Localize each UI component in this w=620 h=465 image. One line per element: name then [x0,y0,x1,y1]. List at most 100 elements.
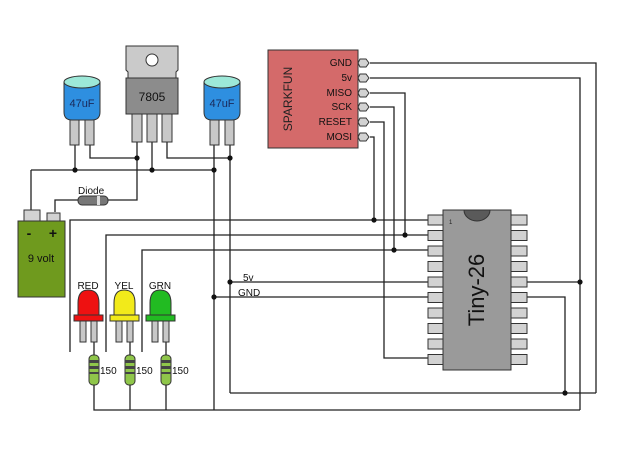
resistor-3: 150 [160,354,189,386]
junctions [72,155,583,396]
mcu-pin-left [427,354,445,365]
led-label: RED [77,281,98,292]
sparkfun-programmer: SPARKFUN GND 5v MISO SCK RESET MOSI [267,49,370,149]
wire [166,140,230,159]
led-red: RED [73,281,104,343]
mcu-label: Tiny-26 [464,254,489,327]
led-lead [151,319,159,343]
regulator-leg [131,111,143,143]
pin-label-5v: 5v [341,73,352,84]
junction-dot [211,294,217,300]
mcu-pin-right [510,261,528,272]
resistor-band [161,360,171,363]
battery-body [17,220,66,298]
battery-terminal-minus [23,209,41,222]
wire-grn-led-to-pin3 [141,249,428,352]
wire-red-led-to-pin1 [69,219,428,352]
resistor-band [125,366,135,369]
diode-cathode-band [97,196,100,205]
led-rim [145,314,176,322]
junction-dot [562,390,568,396]
mcu-pin-right [510,245,528,257]
led-lead [126,319,134,343]
capacitor-label: 47uF [209,98,234,110]
battery-plus-sign: + [49,225,57,241]
led-lead [115,319,123,343]
mcu-pin-left [427,323,445,334]
mcu-pin-left [427,338,445,350]
led-rim [109,314,140,322]
junction-dot [211,167,217,173]
capacitor-body [203,81,241,121]
mcu-pin-right [510,354,528,365]
junction-dot [402,232,408,238]
mcu-pins [427,214,528,365]
mcu-pin-left [427,261,445,272]
programmer-pin [357,58,370,68]
programmer-pin [357,102,370,112]
mcu-pin-right [510,292,528,303]
battery-9v: - + 9 volt [17,209,66,298]
net-label-gnd: GND [238,288,260,299]
mcu-pin-right [510,276,528,288]
mcu-pin-left [427,307,445,319]
mcu-pin-left [427,214,445,226]
mcu-pin-right [510,230,528,241]
mcu-pin-right [510,323,528,334]
diode: Diode [77,186,109,206]
led-label: YEL [115,281,134,292]
resistor-band [125,360,135,363]
wire-resistor-bus [93,385,214,411]
capacitor-label: 47uF [69,98,94,110]
regulator-body [125,77,179,115]
regulator-leg [161,111,173,143]
junction-dot [72,167,78,173]
wire-yel-led-to-pin2 [105,234,428,352]
wire-prog-miso [370,92,406,235]
wire [89,140,137,159]
resistor-body [160,354,172,386]
led-lead [79,319,87,343]
mcu-notch [463,209,491,222]
mcu-pin-right [510,307,528,319]
pin-label-sck: SCK [331,102,352,113]
wire-prog-mosi [370,136,375,220]
resistor-band [161,366,171,369]
resistor-band [89,360,99,363]
mcu-pin-right [510,338,528,350]
resistor-band [89,366,99,369]
diode-body [77,195,109,206]
net-label-5v: 5v [243,273,254,284]
wire-mcu-gnd-right [527,296,566,393]
resistor-label: 150 [136,366,153,377]
resistor-label: 150 [172,366,189,377]
led-dome [149,289,172,317]
led-dome [113,289,136,317]
regulator-leg [146,111,158,143]
pin-label-reset: RESET [319,117,352,128]
wire-reset-to-pin10 [383,190,428,359]
led-dome [77,289,100,317]
capacitor-left: 47uF [63,75,101,146]
wire-prog-5v [370,77,581,410]
pin-label-mosi: MOSI [326,132,352,143]
junction-dot [371,217,377,223]
resistor-body [88,354,100,386]
pin-label-gnd: GND [330,58,352,69]
resistor-2: 150 [124,354,153,386]
wire-prog-gnd [370,62,597,393]
battery-label: 9 volt [28,253,54,265]
led-green: GRN [145,281,176,343]
junction-dot [134,155,140,161]
wire-prog-reset [370,121,385,190]
wires [30,62,597,411]
mcu-pin1-mark: 1 [449,220,453,226]
programmer-pin [357,132,370,142]
resistor-label: 150 [100,366,117,377]
junction-dot [227,279,233,285]
capacitor-body [63,81,101,121]
mcu-tiny26: 1 Tiny-26 [427,209,528,371]
regulator-7805: 7805 [125,45,179,143]
resistor-band [161,372,171,374]
capacitor-right: 47uF [203,75,241,146]
